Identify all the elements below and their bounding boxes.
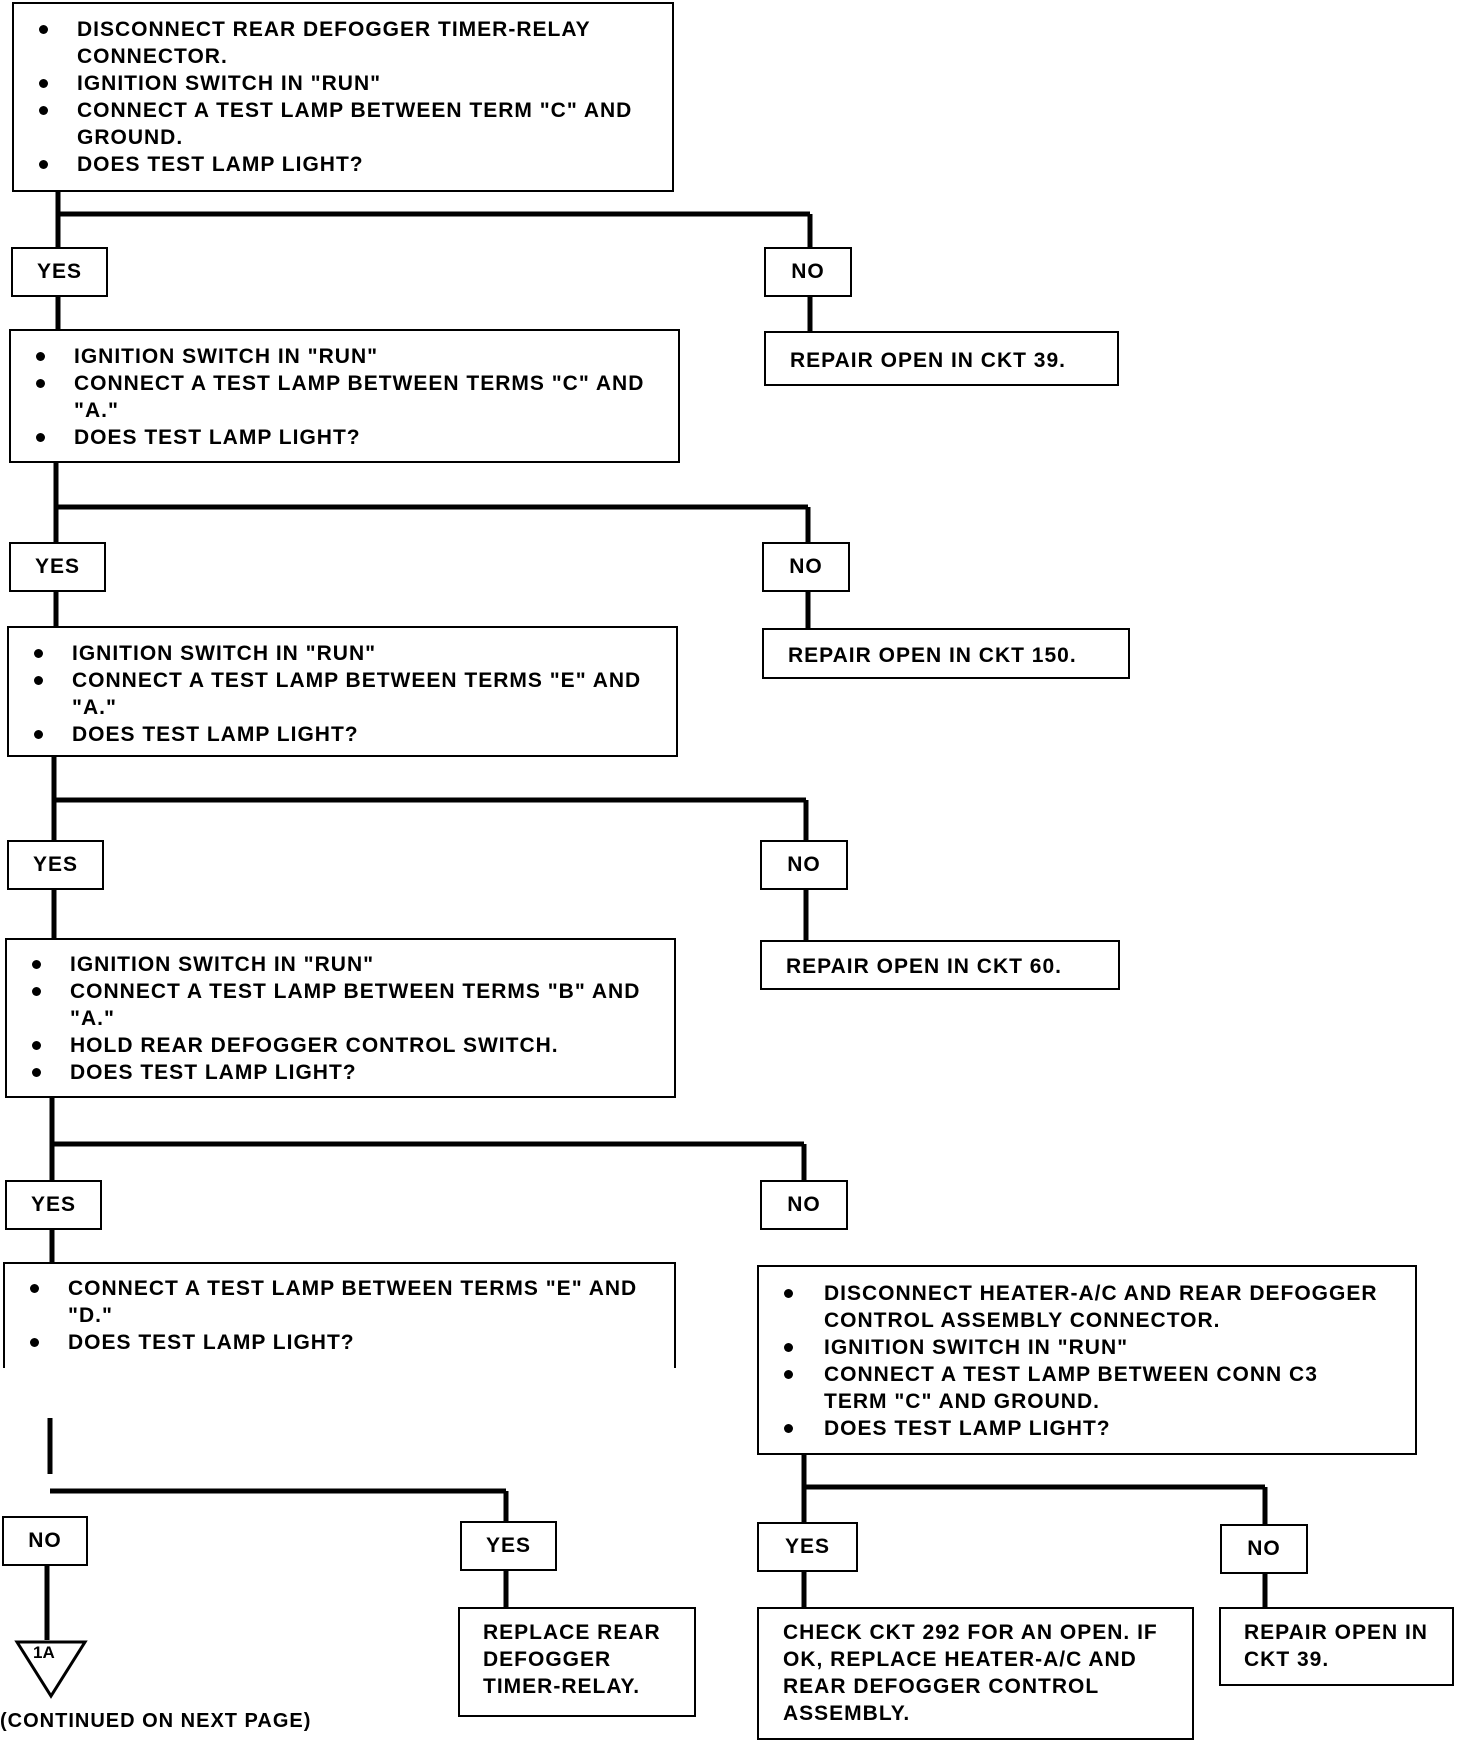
no-label: NO: [760, 1180, 848, 1230]
step-1-item: DISCONNECT REAR DEFOGGER TIMER-RELAY CON…: [14, 16, 672, 70]
step-6-box: DISCONNECT HEATER-A/C AND REAR DEFOGGER …: [757, 1265, 1417, 1455]
step-1-item: CONNECT A TEST LAMP BETWEEN TERM "C" AND…: [14, 97, 672, 151]
step-5-box: CONNECT A TEST LAMP BETWEEN TERMS "E" AN…: [3, 1262, 676, 1368]
action-check-ckt292: CHECK CKT 292 FOR AN OPEN. IF OK, REPLAC…: [757, 1607, 1194, 1740]
step-3-item: IGNITION SWITCH IN "RUN": [9, 640, 676, 667]
step-4-item: HOLD REAR DEFOGGER CONTROL SWITCH.: [7, 1032, 674, 1059]
action-repair-ckt150: REPAIR OPEN IN CKT 150.: [762, 628, 1130, 679]
yes-label: YES: [757, 1522, 858, 1572]
yes-label: YES: [460, 1521, 557, 1571]
action-repair-ckt39: REPAIR OPEN IN CKT 39.: [764, 331, 1119, 386]
step-4-item: IGNITION SWITCH IN "RUN": [7, 951, 674, 978]
continued-note: (CONTINUED ON NEXT PAGE): [0, 1710, 312, 1732]
step-5-item: DOES TEST LAMP LIGHT?: [5, 1329, 674, 1356]
action-repair-ckt39-b: REPAIR OPEN IN CKT 39.: [1219, 1607, 1454, 1686]
step-5-item: CONNECT A TEST LAMP BETWEEN TERMS "E" AN…: [5, 1275, 674, 1329]
step-4-box: IGNITION SWITCH IN "RUN" CONNECT A TEST …: [5, 938, 676, 1098]
step-2-item: DOES TEST LAMP LIGHT?: [11, 424, 678, 451]
no-label: NO: [762, 542, 850, 592]
no-label: NO: [760, 840, 848, 890]
step-6-item: CONNECT A TEST LAMP BETWEEN CONN C3 TERM…: [759, 1361, 1379, 1415]
connector-1a-icon: [14, 1640, 88, 1699]
step-6-item: DISCONNECT HEATER-A/C AND REAR DEFOGGER …: [759, 1280, 1379, 1334]
no-label: NO: [764, 247, 852, 297]
step-6-item: IGNITION SWITCH IN "RUN": [759, 1334, 1379, 1361]
step-6-item: DOES TEST LAMP LIGHT?: [759, 1415, 1379, 1442]
step-2-item: CONNECT A TEST LAMP BETWEEN TERMS "C" AN…: [11, 370, 678, 424]
step-1-item: IGNITION SWITCH IN "RUN": [14, 70, 672, 97]
yes-label: YES: [7, 840, 104, 890]
step-4-item: DOES TEST LAMP LIGHT?: [7, 1059, 674, 1086]
no-label: NO: [1220, 1524, 1308, 1574]
yes-label: YES: [9, 542, 106, 592]
step-3-item: CONNECT A TEST LAMP BETWEEN TERMS "E" AN…: [9, 667, 676, 721]
step-1-box: DISCONNECT REAR DEFOGGER TIMER-RELAY CON…: [12, 2, 674, 192]
step-1-item: DOES TEST LAMP LIGHT?: [14, 151, 672, 178]
connector-1a-label: 1A: [33, 1643, 55, 1662]
action-repair-ckt60: REPAIR OPEN IN CKT 60.: [760, 940, 1120, 990]
step-2-box: IGNITION SWITCH IN "RUN" CONNECT A TEST …: [9, 329, 680, 463]
step-2-item: IGNITION SWITCH IN "RUN": [11, 343, 678, 370]
yes-label: YES: [11, 247, 108, 297]
step-3-item: DOES TEST LAMP LIGHT?: [9, 721, 676, 748]
action-replace-timer-relay: REPLACE REAR DEFOGGER TIMER-RELAY.: [458, 1607, 696, 1717]
step-4-item: CONNECT A TEST LAMP BETWEEN TERMS "B" AN…: [7, 978, 674, 1032]
no-label: NO: [2, 1516, 88, 1566]
step-3-box: IGNITION SWITCH IN "RUN" CONNECT A TEST …: [7, 626, 678, 757]
yes-label: YES: [5, 1180, 102, 1230]
